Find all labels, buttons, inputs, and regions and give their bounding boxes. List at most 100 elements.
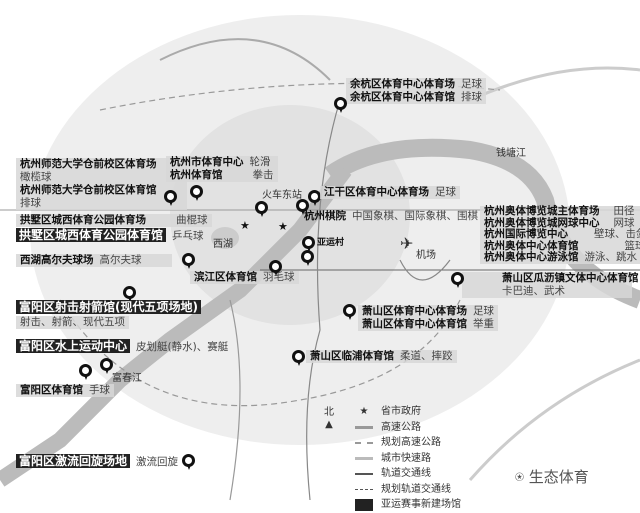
- north-label: 北: [324, 407, 334, 418]
- legend-item: 城市快速路: [355, 451, 461, 467]
- venue-label: 拱墅区城西体育公园体育馆乒乓球: [16, 229, 204, 243]
- venue-label: 萧山区临浦体育馆柔道、摔跤: [306, 350, 457, 363]
- venue-name: 萧山区瓜沥镇文体中心体育馆: [502, 272, 639, 284]
- venue-label: 萧山区瓜沥镇文体中心体育馆卡巴迪、武术: [462, 272, 632, 298]
- venue-label: 江干区体育中心体育场足球: [320, 186, 460, 199]
- government-star-icon: ★: [240, 219, 250, 232]
- watermark: ⍟ 生态体育: [515, 466, 589, 487]
- airplane-icon: ✈: [400, 234, 413, 253]
- venue-pin[interactable]: [123, 286, 136, 299]
- venue-pin[interactable]: [182, 454, 195, 467]
- venue-name: 杭州奥体博览城主体育场: [484, 205, 600, 217]
- place-label: 火车东站: [262, 186, 302, 201]
- venue-name: 富阳区水上运动中心: [16, 339, 130, 353]
- venue-name: 江干区体育中心体育场: [324, 186, 429, 198]
- venue-label: 富阳区水上运动中心皮划艇(静水)、赛艇: [16, 340, 228, 354]
- venue-label: 萧山区体育中心体育场足球萧山区体育中心体育馆举重: [358, 305, 498, 331]
- venue-sport: 足球: [435, 186, 456, 198]
- venue-label: 富阳区体育馆手球: [16, 384, 114, 397]
- venue-name: 杭州体育馆: [170, 169, 223, 181]
- venue-sport: 高尔夫球: [100, 254, 142, 266]
- venue-name: 杭州棋院: [304, 210, 346, 222]
- venue-name: 富阳区射击射箭馆(现代五项场地): [16, 300, 201, 314]
- place-label: 机场: [416, 246, 436, 261]
- venue-label: 杭州师范大学仓前校区体育场橄榄球杭州师范大学仓前校区体育馆排球: [16, 158, 187, 210]
- venue-pin[interactable]: [343, 304, 356, 317]
- venue-label: 滨江区体育馆羽毛球: [190, 271, 299, 284]
- watermark-text: 生态体育: [529, 468, 589, 486]
- venue-label: 余杭区体育中心体育场足球余杭区体育中心体育馆排球: [346, 78, 486, 104]
- venue-name: 杭州师范大学仓前校区体育场: [20, 158, 157, 170]
- venue-label: 杭州奥体博览城主体育场田径 杭州奥体博览城网球中心网球 杭州国际博览中心壁球、击…: [480, 206, 640, 264]
- venue-sport: 柔道、摔跤: [400, 350, 453, 362]
- venue-name: 杭州奥体中心游泳馆: [484, 251, 579, 263]
- north-arrow: 北▲: [324, 407, 334, 431]
- venue-pin[interactable]: [79, 364, 92, 377]
- legend-item: 规划高速公路: [355, 435, 461, 451]
- venue-sport: 网球: [614, 217, 635, 229]
- legend-label: 规划轨道交通线: [381, 482, 451, 498]
- place-label: 西湖: [213, 235, 233, 250]
- venue-pin[interactable]: [190, 185, 203, 198]
- venue-pin[interactable]: [302, 236, 315, 249]
- venue-sport: 羽毛球: [263, 271, 295, 283]
- venue-sport: 轮滑: [250, 156, 271, 168]
- venue-pin[interactable]: [334, 97, 347, 110]
- venue-name: 西湖高尔夫球场: [20, 254, 94, 266]
- venue-sport: 橄榄球: [20, 171, 52, 183]
- venue-pin[interactable]: [292, 350, 305, 363]
- venue-name: 富阳区体育馆: [20, 384, 83, 396]
- venue-sport: 排球: [461, 91, 482, 103]
- venue-pin[interactable]: [301, 250, 314, 263]
- venue-sport: 中国象棋、国际象棋、围棋: [352, 210, 478, 222]
- legend-label: 亚运赛事新建场馆: [381, 497, 461, 513]
- venue-sport: 手球: [89, 384, 110, 396]
- legend-label: 城市快速路: [381, 451, 431, 467]
- venue-name: 余杭区体育中心体育场: [350, 78, 455, 90]
- venue-name: 杭州国际博览中心: [484, 228, 568, 240]
- venue-sport: 卡巴迪、武术: [502, 285, 565, 297]
- legend-item: 轨道交通线: [355, 466, 461, 482]
- government-star-icon: ★: [278, 220, 288, 233]
- venue-name: 萧山区临浦体育馆: [310, 350, 394, 362]
- venue-name: 拱墅区城西体育公园体育场: [20, 214, 146, 226]
- venue-sport: 足球: [461, 78, 482, 90]
- venue-sport: 拳击: [253, 169, 274, 181]
- venue-sport: 举重: [473, 318, 494, 330]
- legend-label: 规划高速公路: [381, 435, 441, 451]
- venue-pin[interactable]: [451, 272, 464, 285]
- legend-label: 省市政府: [381, 404, 421, 420]
- venue-label: 富阳区激流回旋场地激流回旋: [16, 455, 178, 469]
- venue-name: 拱墅区城西体育公园体育馆: [16, 228, 166, 242]
- venue-label: 杭州棋院中国象棋、国际象棋、围棋: [304, 210, 478, 223]
- venue-label: 杭州市体育中心轮滑杭州体育馆 拳击: [166, 156, 278, 182]
- venue-pin[interactable]: [164, 190, 177, 203]
- venue-pin[interactable]: [182, 253, 195, 266]
- venue-sport: 游泳、跳水: [585, 251, 638, 263]
- venue-sport: 足球: [473, 305, 494, 317]
- venue-name: 萧山区体育中心体育馆: [362, 318, 467, 330]
- place-label: 富春江: [112, 369, 142, 384]
- venue-name: 萧山区体育中心体育场: [362, 305, 467, 317]
- venue-pin[interactable]: [269, 260, 282, 273]
- venue-sport: 壁球、击剑: [594, 228, 640, 240]
- venue-pin[interactable]: [255, 201, 268, 214]
- legend-label: 高速公路: [381, 420, 421, 436]
- legend: ★ 省市政府 高速公路 规划高速公路 城市快速路 轨道交通线 规划轨道交通线 亚运…: [355, 404, 461, 513]
- north-arrow-icon: ▲: [325, 419, 333, 430]
- legend-item: ★ 省市政府: [355, 404, 461, 420]
- venue-label: 富阳区射击射箭馆(现代五项场地): [16, 301, 201, 315]
- legend-item: 规划轨道交通线: [355, 482, 461, 498]
- legend-label: 轨道交通线: [381, 466, 431, 482]
- venue-sport: 曲棍球: [176, 214, 208, 226]
- venue-sport: 皮划艇(静水)、赛艇: [136, 341, 228, 353]
- venue-sport: 田径: [614, 205, 635, 217]
- venue-name: 杭州师范大学仓前校区体育馆: [20, 184, 157, 196]
- legend-item: 亚运赛事新建场馆: [355, 497, 461, 513]
- venue-name: 余杭区体育中心体育馆: [350, 91, 455, 103]
- venue-name: 杭州市体育中心: [170, 156, 244, 168]
- venue-label: 拱墅区城西体育公园体育场 曲棍球: [16, 214, 212, 227]
- venue-sport: 激流回旋: [136, 456, 178, 468]
- star-icon: ★: [355, 404, 373, 420]
- venue-name: 富阳区激流回旋场地: [16, 454, 130, 468]
